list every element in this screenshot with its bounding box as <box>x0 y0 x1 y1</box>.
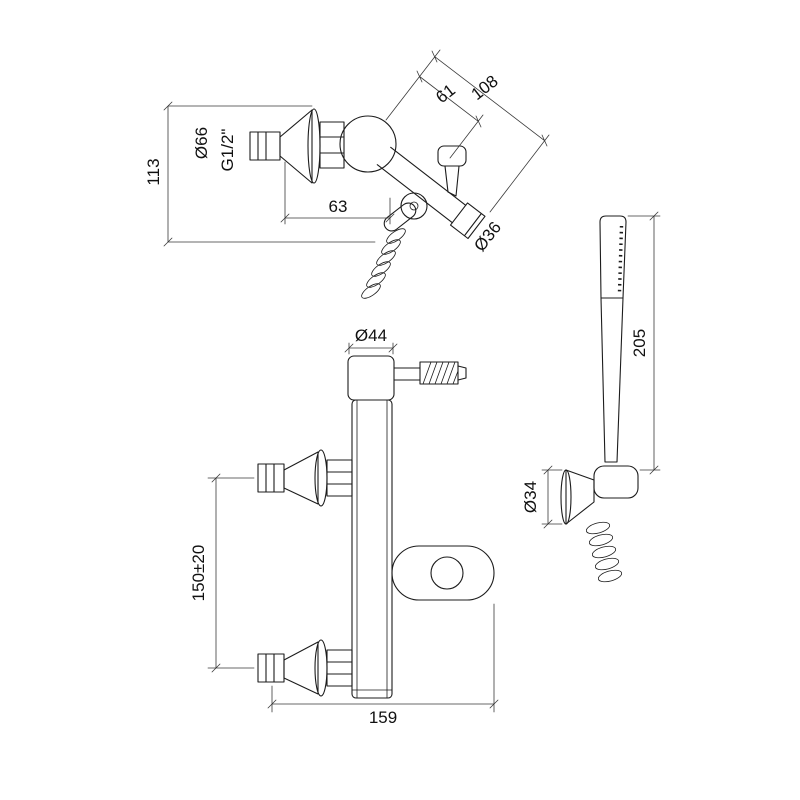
knurled-connector <box>419 361 459 385</box>
dim-label-dia44: Ø44 <box>355 326 387 345</box>
union-nut <box>326 459 353 497</box>
aerator <box>449 202 486 240</box>
spout <box>376 146 467 224</box>
dim-label-thread-g12: G1/2" <box>218 129 237 172</box>
dimension-150-lines <box>207 473 255 673</box>
spray-face-dots <box>617 225 624 293</box>
hose-loop <box>376 250 396 266</box>
handle-cap <box>409 201 419 211</box>
hose-loop <box>597 569 623 583</box>
connector-tip <box>457 365 467 381</box>
bracket-cup <box>593 465 639 499</box>
mixer-body <box>339 115 397 173</box>
hose-loop <box>366 272 386 288</box>
union-square <box>257 463 285 493</box>
front-view-mixer: Ø44 150±20 159 <box>189 326 499 727</box>
dimension-205-lines <box>627 211 661 475</box>
dim-label-205: 205 <box>630 329 649 357</box>
hose-loop <box>594 557 620 571</box>
dim-label-63: 63 <box>329 197 348 216</box>
mixer-column <box>351 399 393 699</box>
hose-loop <box>585 521 611 535</box>
handset-body <box>599 215 627 463</box>
front-lever-boss <box>430 556 464 590</box>
dim-label-150: 150±20 <box>189 545 208 602</box>
union-flange <box>314 449 328 507</box>
outlet-pipe <box>393 367 421 381</box>
side-view-mixer: 108 61 Ø66 G1/2" 113 63 Ø36 <box>144 49 550 299</box>
front-lever-handle <box>391 545 495 601</box>
dimension-159-lines <box>267 603 499 713</box>
hose-loop <box>381 239 401 255</box>
dimension-113-lines <box>163 101 376 247</box>
dim-label-dia34: Ø34 <box>521 481 540 513</box>
dimension-61-108-lines <box>385 49 550 213</box>
handle-hub <box>400 192 428 220</box>
mounting-nut <box>319 121 345 169</box>
dim-label-dia36: Ø36 <box>470 218 505 255</box>
dim-label-108: 108 <box>468 71 502 103</box>
wall-thread-block <box>249 131 281 161</box>
dimension-44-lines <box>344 342 398 355</box>
handshower-hose-coil <box>585 521 623 583</box>
hose-loop <box>371 261 391 277</box>
column-shading-lines <box>352 400 392 698</box>
dim-label-dia66: Ø66 <box>192 127 211 159</box>
hand-shower-view: 205 Ø34 <box>521 211 661 583</box>
union-cone <box>283 451 319 505</box>
diverter-stem <box>444 165 460 197</box>
dimension-34-lines <box>541 465 563 529</box>
escutcheon-cone <box>279 109 313 184</box>
top-cap <box>347 355 395 401</box>
escutcheon-flange <box>307 108 321 184</box>
hose-loop <box>591 545 617 559</box>
hose-loop <box>361 283 381 299</box>
shower-hose-coil <box>361 228 406 299</box>
dim-label-113: 113 <box>144 158 163 185</box>
hose-loop <box>588 533 614 547</box>
knurl-hatch <box>422 361 459 385</box>
bracket-cone <box>565 469 595 525</box>
dim-label-159: 159 <box>369 708 397 727</box>
lever <box>383 202 417 232</box>
dimension-63-lines <box>280 161 395 225</box>
wall-union-upper <box>257 449 353 507</box>
bracket-flange <box>560 469 572 525</box>
